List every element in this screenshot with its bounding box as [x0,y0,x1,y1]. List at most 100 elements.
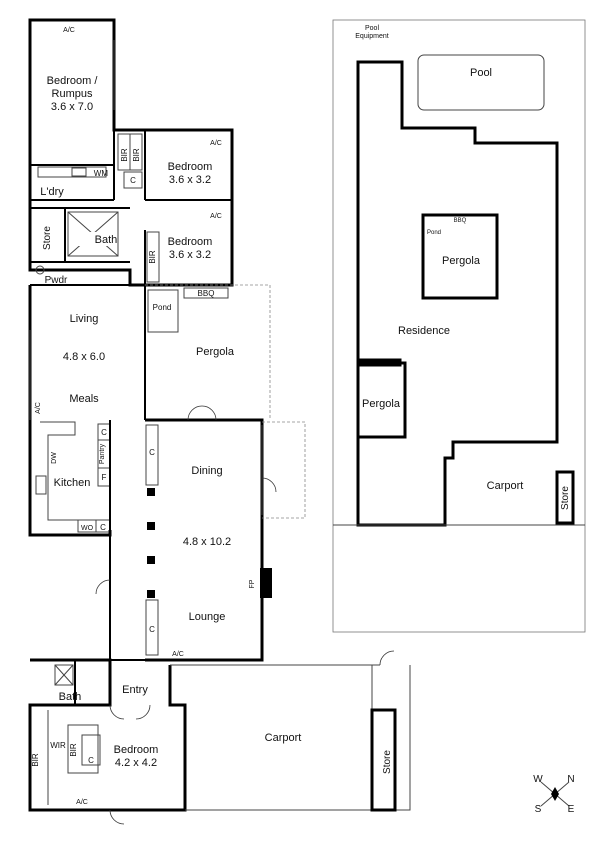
bath-room [67,211,119,257]
laundry-bench [37,166,107,178]
c-dining-box [145,424,159,486]
bir-label: BIR [148,250,157,264]
room-label: Store [382,750,393,774]
room-dimension: 3.6 x 7.0 [51,101,93,113]
floor-plan-left [28,18,411,825]
ac-label: A/C [76,799,88,806]
room-dimension: 3.6 x 3.2 [169,174,211,186]
wir-label: WIR [50,741,66,750]
compass-icon [540,781,570,807]
bbq-box [183,287,229,299]
door-arc [261,477,277,493]
compass-e: E [568,804,575,815]
site-label: Residence [398,325,450,337]
cupboard-label: C [88,756,94,765]
kitchen-bench [40,421,108,521]
pergola-dashed [145,284,271,420]
door-arc [187,405,203,421]
bir-label: BIR [31,753,40,767]
cupboard-label: C [149,448,155,457]
wir-box [67,724,99,774]
pillar [147,590,155,598]
shower2 [54,664,74,686]
shower2-diag2 [54,664,74,686]
bir-bed3 [146,231,160,283]
ac-label: A/C [210,213,222,220]
site-plan-right [332,19,586,633]
wo-label: WO [81,525,94,532]
room-label: L'dry [40,186,64,198]
door-arc [379,650,395,666]
fireplace [260,568,272,598]
compass-w: W [533,774,543,785]
room-label: Kitchen [54,477,91,489]
room-label: Rumpus [52,88,93,100]
room-label: Entry [122,684,148,696]
residence-outline [356,60,559,527]
washing-machine [71,167,87,177]
pergola2-outline [356,361,407,439]
dining-deck [262,421,306,519]
site-store-outline [555,470,575,525]
room-label: Bedroom [114,744,159,756]
toilet-icon [35,265,45,275]
room-label: Carport [265,732,302,744]
cupboard-label: C [101,428,107,437]
bir-label: BIR [69,743,78,757]
compass-s: S [535,804,542,815]
room-label: Store [42,226,53,250]
site-boundary [332,19,586,633]
fridge-label: F [102,473,107,482]
pillar [147,522,155,530]
cupboard-label: C [100,523,106,532]
fireplace-label: FP [249,579,256,588]
room-label: Lounge [189,611,226,623]
wm-label: WM [94,169,109,178]
cupboard-label: C [149,625,155,634]
c-master-box [81,734,101,766]
room-dimension: 4.8 x 6.0 [63,351,105,363]
store2-outline [370,708,397,812]
site-label: Pool [365,25,379,32]
pantry-label: Pantry [99,443,106,464]
ac-label: A/C [210,140,222,147]
sink [35,475,47,495]
master-wing-outline [28,658,187,812]
pond-outline [147,289,179,333]
pillar [147,488,155,496]
door-arc [135,704,151,720]
ac-label: A/C [35,402,42,414]
bir-label: BIR [120,148,129,162]
pillar [147,556,155,564]
site-label: Pergola [442,255,481,267]
room-label: Meals [69,393,99,405]
room-label: Pwdr [45,275,68,286]
site-label: Equipment [355,33,389,40]
site-label: Carport [487,480,524,492]
pool-outline [417,54,545,111]
cupboard-label: C [130,176,136,185]
site-label: Pergola [362,398,401,410]
bbq-label: BBQ [198,289,215,298]
dw-label: DW [51,452,58,464]
room-label: Bath [59,691,82,703]
room-label: Bedroom / [47,75,99,87]
room-label: Dining [191,465,222,477]
room-label: Living [70,313,99,325]
compass-n: N [567,774,574,785]
room-label: Bedroom [168,161,213,173]
pergola1-outline [421,213,499,300]
site-label: Pool [470,67,492,79]
site-label: Store [560,486,571,510]
ac-label: A/C [172,651,184,658]
bath-label-bg [78,232,114,246]
ac-label: A/C [63,27,75,34]
site-label: Pond [427,230,441,236]
site-label: BBQ [454,218,467,224]
door-arc [109,809,125,825]
door-arc [95,579,111,595]
cupboard-box [123,171,143,189]
labels: A/C Bedroom / Rumpus 3.6 x 7.0 BIR BIR C… [31,25,575,815]
bir-label: BIR [132,148,141,162]
